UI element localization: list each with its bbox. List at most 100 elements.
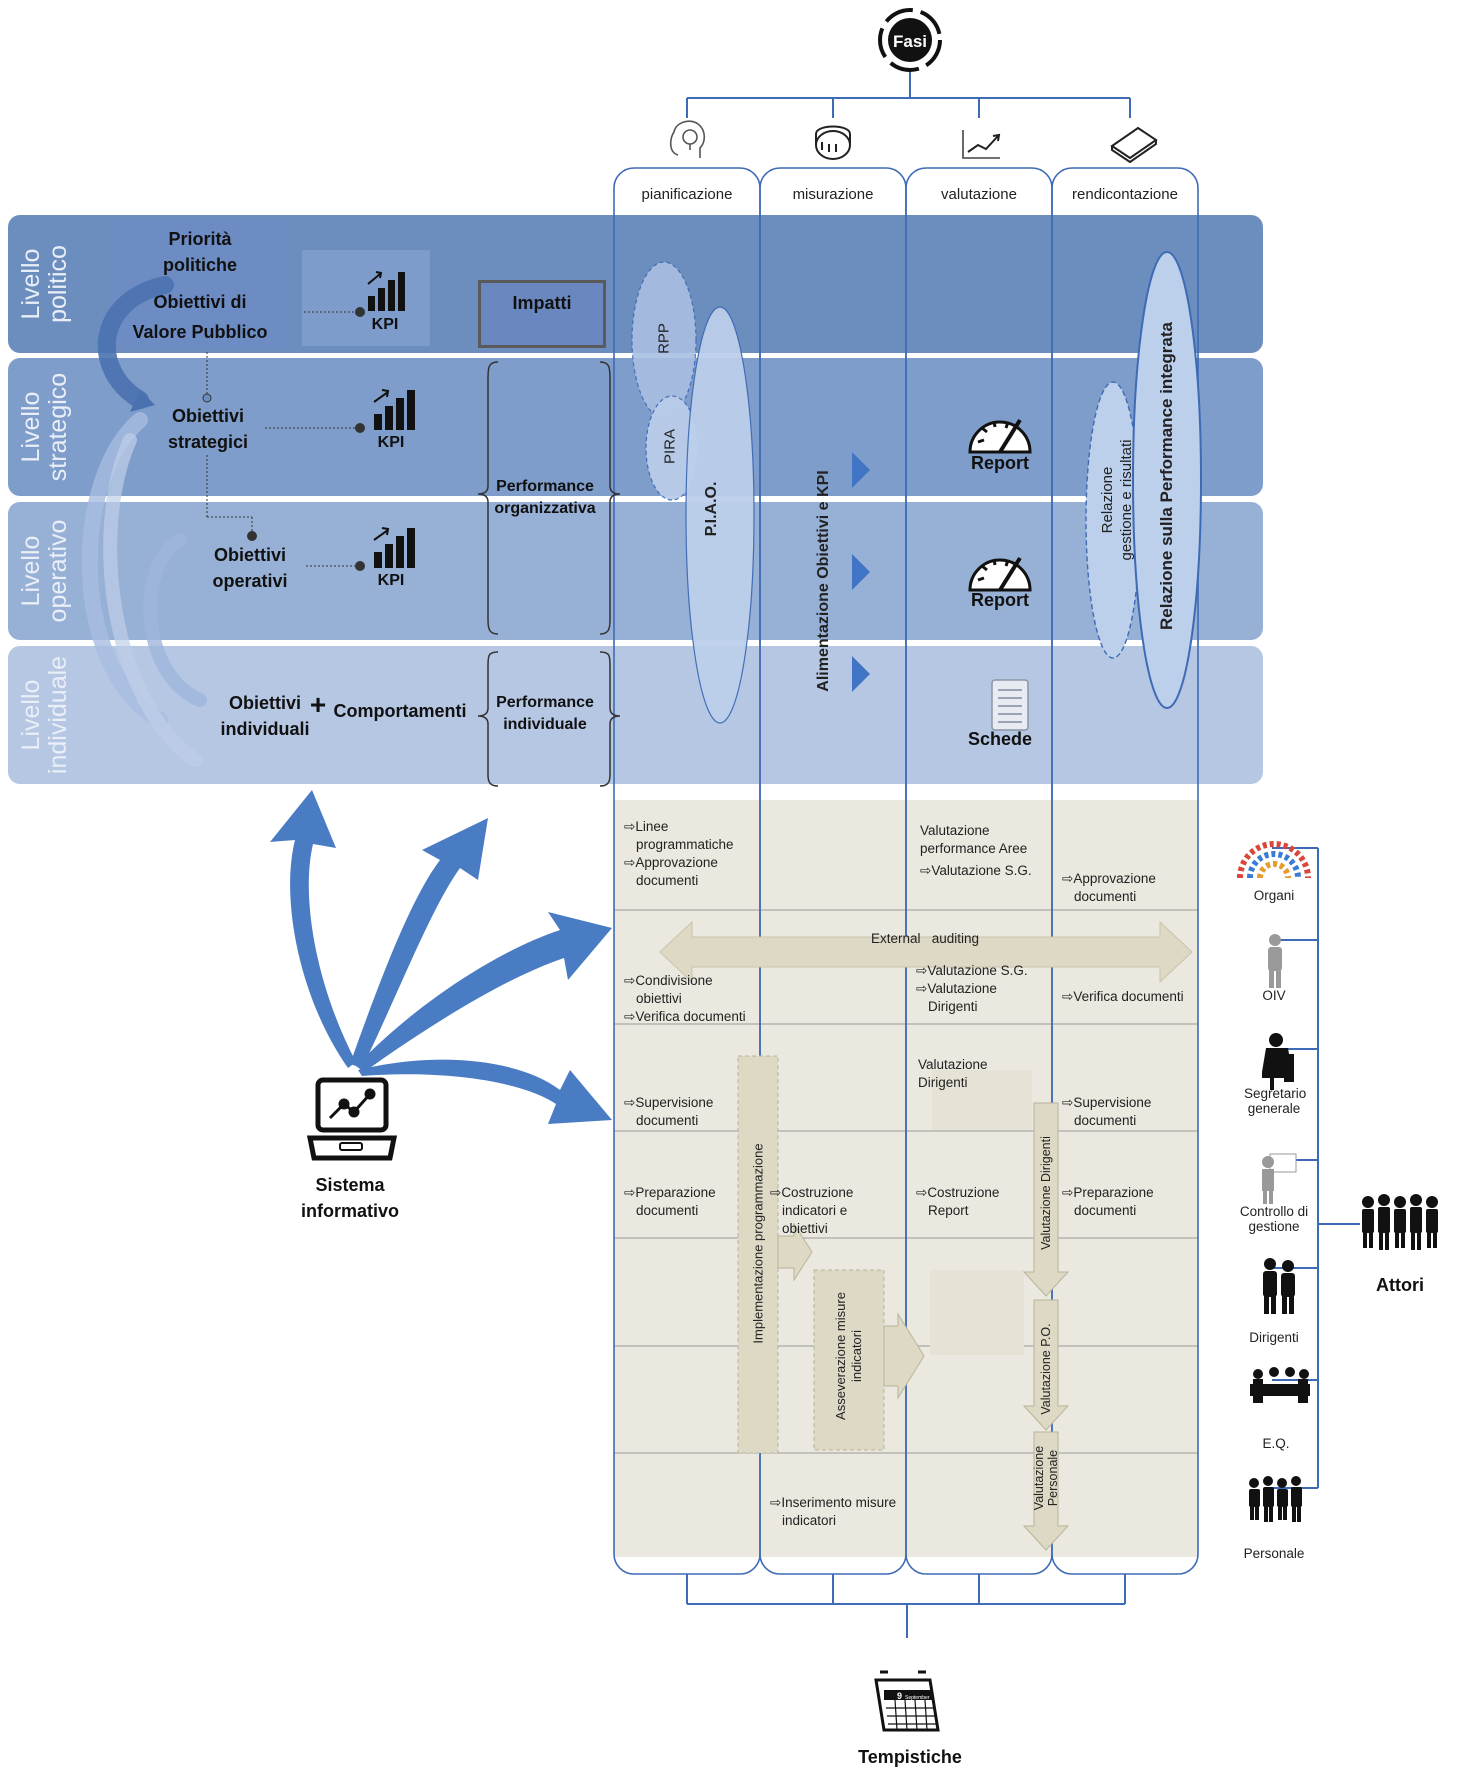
schede-document-icon <box>991 679 1029 731</box>
attori-icon <box>1362 1194 1438 1250</box>
organi-icon <box>1237 841 1311 879</box>
cell-rend-cg: ⇨Preparazione documenti <box>1062 1185 1154 1218</box>
book-icon <box>1110 126 1158 164</box>
cell-pian-sg: ⇨Supervisione documenti <box>624 1095 714 1128</box>
actor-dirigenti: Dirigenti <box>1249 1330 1299 1345</box>
level-band-operativo <box>8 502 1263 640</box>
fasi-label: Fasi <box>893 32 927 51</box>
fasi-connector <box>686 72 1131 118</box>
plus-sign: + <box>309 689 327 720</box>
val-dirigenti-label: Valutazione Dirigenti <box>1039 1136 1053 1250</box>
phase-label-misurazione: misurazione <box>792 186 874 203</box>
val-dirigenti-arrow <box>1022 1102 1070 1297</box>
cell-val-cg: ⇨Costruzione Report <box>916 1185 1000 1218</box>
chart-trend-icon <box>962 130 1001 159</box>
laptop-icon <box>306 1077 398 1161</box>
measurement-triangles <box>852 452 870 692</box>
sistema-arrows <box>270 790 612 1124</box>
cell-val-oiv: ⇨Valutazione S.G. ⇨Valutazione Dirigenti <box>916 963 1028 1014</box>
actor-oiv: OIV <box>1262 988 1286 1003</box>
eq-icon <box>1250 1367 1310 1403</box>
asseverazione-arrowhead <box>883 1312 925 1400</box>
implementazione-label: Implementazione programmazione <box>750 1143 766 1344</box>
tempistiche-connector <box>686 1574 1126 1638</box>
valutazione-dirigenti-shade <box>932 1070 1032 1130</box>
actor-controllo: Controllo di gestione <box>1239 1204 1309 1234</box>
actor-eq: E.Q. <box>1262 1436 1290 1451</box>
val-personale-arrow <box>1022 1431 1070 1551</box>
phase-label-rendicontazione: rendicontazione <box>1072 186 1178 203</box>
kpi-box-politico <box>302 250 430 346</box>
level-connectors <box>206 311 360 567</box>
cell-pian-cg: ⇨Preparazione documenti <box>624 1185 716 1218</box>
arrow-up-left <box>270 790 356 1068</box>
external-auditing-label: External auditing <box>870 931 980 946</box>
connector-dots <box>202 307 365 571</box>
planning-ellipses <box>631 261 755 724</box>
arrow-up-right <box>350 818 488 1068</box>
kpi-bar-icon-politico <box>367 271 405 311</box>
external-auditing-arrow <box>659 920 1193 984</box>
rpp-label: RPP <box>655 323 673 354</box>
cell-rend-oiv: ⇨Verifica documenti <box>1062 989 1184 1004</box>
actor-personale: Personale <box>1243 1546 1305 1561</box>
tempistiche-label: Tempistiche <box>858 1747 962 1767</box>
kpi-bar-icon-strategico <box>373 389 415 430</box>
cell-val-sg: Valutazione Dirigenti <box>918 1057 988 1090</box>
kpi-label-strategico: KPI <box>377 434 405 451</box>
kpi-label-politico: KPI <box>371 316 399 333</box>
implementazione-bar <box>737 1055 779 1454</box>
level-band-strategico <box>8 358 1263 496</box>
comportamenti-text: Comportamenti <box>333 701 467 721</box>
val-po-arrow <box>1022 1299 1070 1431</box>
cell-rend-sg: ⇨Supervisione documenti <box>1062 1095 1152 1128</box>
brace-performance-individuale <box>477 651 621 787</box>
fasi-cycle-icon: Fasi <box>878 8 942 72</box>
kpi-label-operativo: KPI <box>377 572 405 589</box>
gauge-icon-2 <box>968 556 1032 592</box>
impatti-box <box>478 280 606 348</box>
arrow-right-lower <box>358 1059 612 1124</box>
cascade-arrows <box>81 276 207 767</box>
controllo-gestione-icon <box>1262 1153 1297 1204</box>
alimentazione-label: Alimentazione Obiettivi e KPI <box>815 470 832 692</box>
dirigenti-icon <box>1263 1258 1295 1314</box>
process-arrows <box>737 1055 1070 1551</box>
lightbulb-head-icon <box>669 120 706 158</box>
cell-pian-oiv: ⇨Condivisione obiettivi ⇨Verifica docume… <box>624 973 746 1024</box>
gauge-icon-1 <box>968 418 1032 454</box>
calendar-icon: 9 September <box>874 1670 940 1732</box>
calendar-day: 9 <box>897 1691 902 1701</box>
pira-label: PIRA <box>661 429 679 465</box>
phase-label-pianificazione: pianificazione <box>641 186 733 203</box>
calendar-month: September <box>905 1695 930 1701</box>
asseverazione-bar <box>813 1269 885 1451</box>
cell-mis-cg: ⇨Costruzione indicatori e obiettivi <box>770 1185 854 1236</box>
reporting-ellipses <box>1085 251 1202 709</box>
attori-label: Attori <box>1376 1275 1424 1295</box>
implementazione-arrowhead <box>777 1222 813 1282</box>
relazione-performance-label: Relazione sulla Performance integrata <box>1157 322 1176 630</box>
actor-organi: Organi <box>1253 888 1295 903</box>
measuring-tape-icon <box>815 125 851 160</box>
val-po-label: Valutazione P.O. <box>1039 1323 1053 1415</box>
brace-performance-organizzativa <box>477 361 621 635</box>
cell-rend-organi: ⇨Approvazione documenti <box>1062 871 1156 904</box>
report-label-1: Report <box>971 453 1029 473</box>
grey-shade-box <box>930 1270 1024 1355</box>
actor-segretario: Segretario generale <box>1244 1086 1307 1116</box>
oiv-icon <box>1268 934 1282 988</box>
level-band-individuale <box>8 646 1263 784</box>
phase-label-valutazione: valutazione <box>941 186 1017 203</box>
